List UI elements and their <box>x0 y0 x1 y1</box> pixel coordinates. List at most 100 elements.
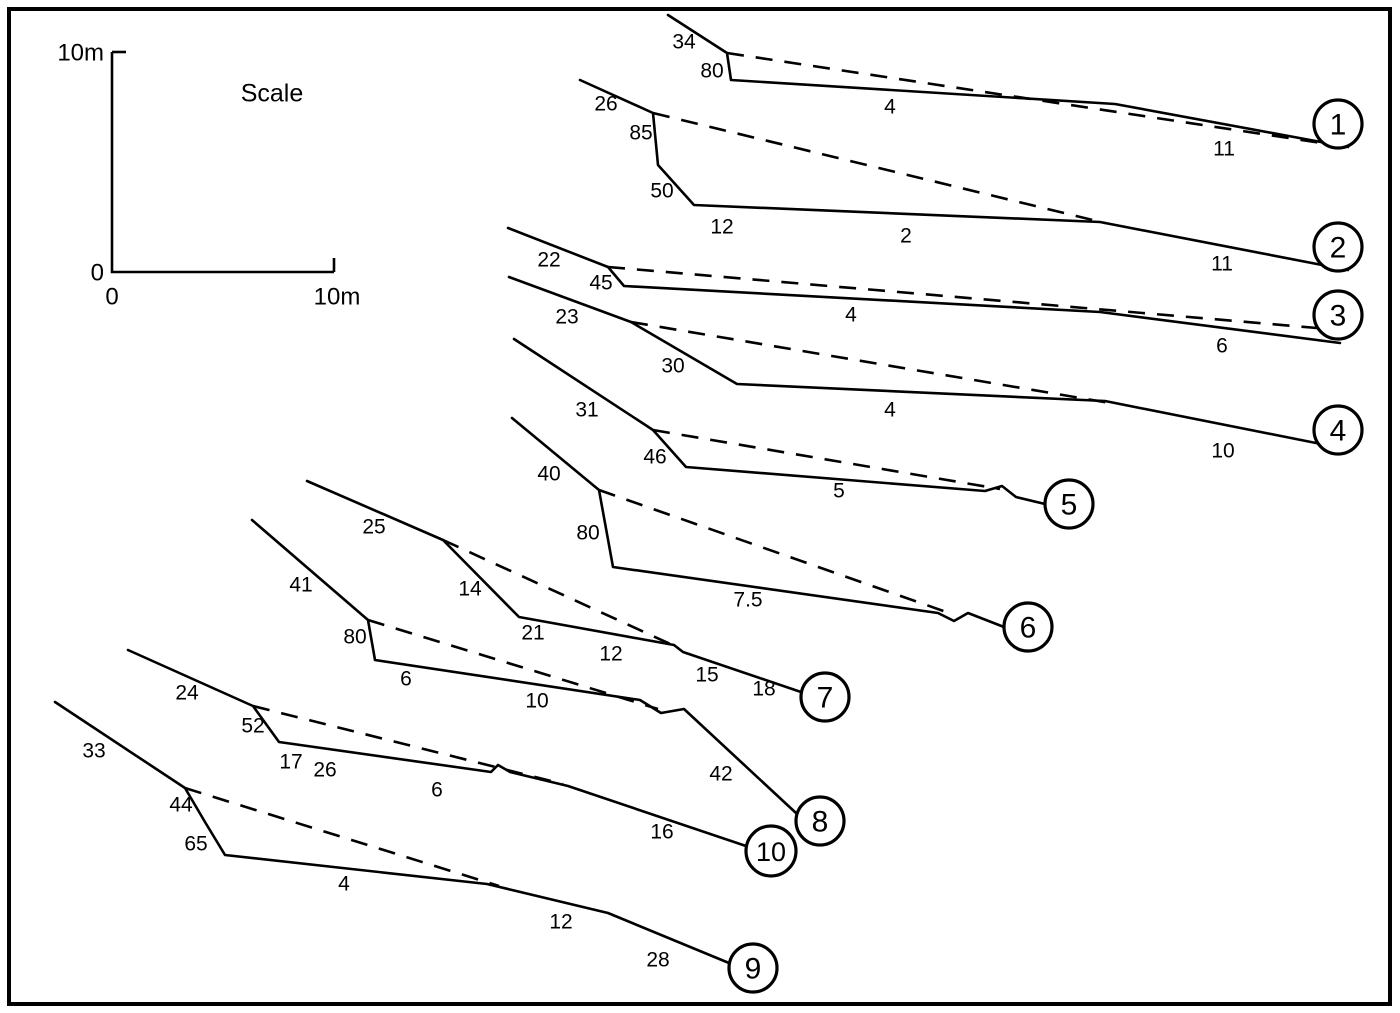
profile-marker-label-8: 8 <box>812 806 829 839</box>
angle-label: 46 <box>643 446 666 469</box>
angle-label: 25 <box>362 516 385 539</box>
angle-label: 65 <box>184 833 207 856</box>
angle-label: 40 <box>537 463 560 486</box>
slope-profile-10: 24 52 17 26 6 16 10 <box>126 648 798 878</box>
profile-marker-label-4: 4 <box>1330 415 1347 448</box>
angle-label: 7.5 <box>733 589 762 612</box>
profile-marker-circle-8 <box>794 795 846 847</box>
angle-label: 80 <box>700 60 723 83</box>
reference-chord-9 <box>184 786 500 888</box>
angle-label: 4 <box>884 399 896 422</box>
slope-profile-8: 41 80 6 10 42 8 <box>250 518 846 847</box>
profile-line-7 <box>305 479 803 694</box>
profile-marker-circle-1 <box>1312 98 1364 150</box>
profile-marker-circle-9 <box>727 942 779 994</box>
profile-line-8 <box>250 518 798 815</box>
profile-marker-label-10: 10 <box>756 837 786 867</box>
scale-x-right-label: 10m <box>314 283 361 310</box>
reference-chord-1 <box>726 51 1349 149</box>
angle-label: 10 <box>1211 440 1234 463</box>
angle-label: 44 <box>169 794 193 817</box>
angle-label: 85 <box>629 122 652 145</box>
angle-label: 28 <box>646 949 669 972</box>
profile-marker-label-7: 7 <box>817 682 834 715</box>
angle-label: 52 <box>241 715 264 738</box>
angle-label: 11 <box>1211 253 1233 276</box>
profile-marker-circle-7 <box>799 671 851 723</box>
profile-line-3 <box>506 226 1342 345</box>
angle-label: 14 <box>458 578 482 601</box>
profile-marker-circle-10 <box>744 824 798 878</box>
angle-label: 17 <box>279 751 302 774</box>
scale-title: Scale <box>241 80 304 108</box>
angle-label: 45 <box>589 272 612 295</box>
scale-bar: 10m 0 0 10m Scale <box>57 39 360 310</box>
reference-chord-4 <box>630 320 1111 405</box>
profile-line-5 <box>512 337 1047 506</box>
scale-y-top-label: 10m <box>57 39 104 66</box>
reference-chord-5 <box>652 428 1001 491</box>
profile-line-10 <box>126 648 748 848</box>
reference-chord-3 <box>607 265 1341 332</box>
angle-label: 50 <box>650 180 673 203</box>
profile-marker-circle-3 <box>1312 289 1364 341</box>
angle-label: 5 <box>833 480 845 503</box>
angle-label: 16 <box>650 821 673 844</box>
profile-line-1 <box>666 13 1350 149</box>
angle-label: 4 <box>845 304 857 327</box>
angle-label: 80 <box>576 522 599 545</box>
slope-profile-4: 23 30 4 10 4 <box>507 275 1364 463</box>
angle-label: 23 <box>555 306 578 329</box>
angle-label: 12 <box>599 643 622 666</box>
profile-marker-label-1: 1 <box>1330 109 1347 142</box>
profile-marker-circle-4 <box>1312 404 1364 456</box>
profile-marker-label-2: 2 <box>1330 232 1347 265</box>
slope-profile-7: 25 14 21 12 15 18 7 <box>305 479 851 723</box>
angle-label: 34 <box>672 31 696 54</box>
angle-label: 21 <box>521 622 544 645</box>
angle-label: 12 <box>710 216 733 239</box>
profile-marker-circle-5 <box>1043 478 1095 530</box>
scale-y-bottom-label: 0 <box>91 259 104 286</box>
profile-line-4 <box>507 275 1343 450</box>
reference-chord-6 <box>598 488 953 616</box>
angle-label: 18 <box>752 678 775 701</box>
angle-label: 22 <box>537 249 560 272</box>
angle-label: 26 <box>313 759 336 782</box>
angle-label: 6 <box>400 668 412 691</box>
profile-marker-label-3: 3 <box>1330 300 1347 333</box>
profile-marker-circle-6 <box>1002 601 1054 653</box>
angle-label: 33 <box>82 740 105 763</box>
angle-label: 24 <box>175 682 199 705</box>
slope-profile-6: 40 80 7.5 6 <box>510 416 1054 653</box>
angle-label: 31 <box>575 399 598 422</box>
profile-marker-label-6: 6 <box>1020 612 1037 645</box>
angle-label: 30 <box>661 355 684 378</box>
scale-axes-path <box>110 52 334 274</box>
reference-chord-2 <box>652 111 1106 225</box>
profile-line-6 <box>510 416 1006 629</box>
angle-label: 12 <box>549 911 572 934</box>
reference-chord-8 <box>367 618 659 711</box>
profile-line-9 <box>53 700 731 965</box>
reference-chord-7 <box>442 538 680 650</box>
angle-label: 41 <box>289 574 312 597</box>
angle-label: 42 <box>709 763 732 786</box>
profile-marker-circle-2 <box>1312 221 1364 273</box>
angle-label: 6 <box>431 779 443 802</box>
scale-x-left-label: 0 <box>105 283 118 310</box>
angle-label: 10 <box>525 690 548 713</box>
profile-marker-label-9: 9 <box>745 953 762 986</box>
profile-line-2 <box>578 78 1350 272</box>
angle-label: 11 <box>1213 138 1235 161</box>
slope-profile-3: 22 45 4 6 3 <box>506 226 1364 358</box>
angle-label: 4 <box>338 873 350 896</box>
angle-label: 6 <box>1216 335 1228 358</box>
angle-label: 15 <box>695 664 718 687</box>
